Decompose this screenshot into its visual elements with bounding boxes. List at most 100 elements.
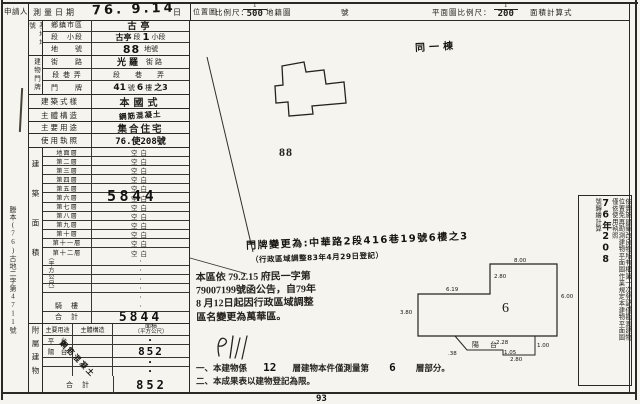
annex-header-row: 主要用途 主體構造 面積 （平方公尺）	[43, 324, 189, 336]
arcade-label: 騎 樓	[43, 302, 92, 311]
handwritten-margin-stroke	[18, 87, 24, 133]
site-block: 基地地號 鄉鎮市區 古亭 段 小段 古亭 段 1 小段 地 號 88	[29, 20, 189, 56]
door-sub-value: 之3	[154, 83, 168, 93]
applicant-cell-border	[28, 2, 29, 20]
annex-rows: 平 台 · 陽 台 852 · ·	[43, 336, 189, 376]
applicant-label: 申請人	[4, 7, 28, 16]
survey-date-label: 測量日期	[33, 8, 77, 17]
floor-row: 第四層 空白	[43, 175, 189, 185]
table-row: 主體構造 鋼筋混凝土	[29, 109, 189, 122]
annex-area-unit-header: （平方公尺）	[134, 328, 168, 335]
dimension-step: 2.80	[494, 274, 507, 280]
dimension-balcony: 2.28	[496, 340, 509, 346]
annex-block: 附屬建物 主要用途 主體構造 面積 （平方公尺） 平 台 · 陽 台	[29, 324, 189, 393]
cadastral-map-label: 地籍圖	[266, 8, 292, 17]
regulation-license-number: 76年208	[600, 198, 612, 266]
dimension-right: 6.00	[561, 294, 574, 300]
floor-row: 第六層 空白	[43, 193, 189, 203]
annex-total-label: 合 計	[43, 376, 114, 393]
arcade-value: ·	[139, 302, 142, 311]
floor-row: 第二層 空白	[43, 157, 189, 167]
area-calc-label: 面積計算式	[530, 8, 573, 17]
floor-row: 地面層 空白	[43, 148, 189, 158]
floor-row: 第八層 空白	[43, 211, 189, 221]
survey-date-suffix: 日	[173, 8, 181, 17]
annex-total-row: 合 計 852	[43, 376, 189, 393]
annex-side-label: 附屬建物	[29, 324, 43, 393]
handwritten-check-mark	[217, 335, 248, 360]
lot-number-value: 88	[122, 43, 141, 55]
address-block: 建物門牌 街 路 光羅 街路 段 巷 弄 段 巷 弄 門 牌 41 號 6	[29, 56, 189, 95]
district-value: 古亭	[127, 21, 154, 32]
arcade-row: 騎 樓 ·	[43, 302, 189, 312]
table-row: 街 路 光羅 街路	[43, 56, 189, 69]
lot-number-label: 地 號	[43, 43, 92, 55]
floor-total-value: 5844	[118, 311, 163, 323]
regulation-stamp-box: 依實施建築改良物所有權第一次登記僅勘測建物 位置免再勘測建物平面圖作業規定本建物…	[578, 195, 632, 386]
lane-alley-label: 段 巷 弄	[43, 68, 92, 81]
annex-row: ·	[43, 358, 189, 367]
note-text: 層部分。	[415, 363, 450, 373]
building-style-value: 本國式	[119, 98, 162, 109]
number-label: 號	[341, 8, 350, 17]
address-side-label: 建物門牌	[29, 56, 43, 94]
sheet-top-border	[2, 2, 638, 4]
empty-floor-rows: · · · · ·	[43, 257, 189, 303]
empty-floor-row: ·	[43, 293, 189, 303]
door-floor-suffix: 樓	[145, 83, 153, 92]
annex-area-header: 面積	[144, 324, 157, 330]
table-row: 段 小段 古亭 段 1 小段	[43, 31, 189, 44]
license-value: 76.使208號	[115, 137, 166, 147]
floor-area-side-label: 建築面積	[29, 148, 43, 323]
parcel-number: 88	[279, 145, 293, 159]
annex-row: 平 台 ·	[43, 336, 189, 345]
floor-row: 第十一層 空白	[43, 238, 189, 249]
site-side-label: 基地地號	[29, 20, 43, 55]
balcony-label: 陽 台	[472, 340, 499, 349]
regulation-column: 依實施建築改良物所有權第一次登記僅勘測建物	[624, 198, 631, 341]
license-label: 使用執照	[29, 134, 92, 147]
dimension-left: 3.80	[400, 310, 413, 316]
section-name-value: 古亭	[115, 32, 132, 42]
note-text: 層建物本件僅測量第	[292, 363, 370, 373]
dimension-top: 8.00	[514, 258, 527, 264]
floor-row: 第九層 空白	[43, 220, 189, 230]
building-style-label: 建築式樣	[29, 95, 92, 108]
header-band-line	[28, 20, 630, 21]
floor-area-unit-label: （平方公尺）	[47, 254, 53, 293]
sheet-right-border	[635, 0, 637, 400]
structure-label: 主體構造	[29, 109, 92, 121]
building-info-table: 基地地號 鄉鎮市區 古亭 段 小段 古亭 段 1 小段 地 號 88	[28, 20, 190, 393]
empty-floor-row: ·	[43, 275, 189, 285]
empty-floor-row: ·	[43, 266, 189, 276]
location-map-label: 位置圖	[193, 8, 217, 16]
table-row: 主要用途 集合住宅	[29, 122, 189, 134]
location-map-building-outline	[274, 61, 347, 117]
note-text: 一、本建物係	[196, 363, 248, 373]
door-number-label: 門 牌	[43, 81, 92, 94]
dimension-b4: .38	[448, 351, 457, 357]
floor-total-row: 合 計 5844	[43, 311, 189, 323]
district-label: 鄉鎮市區	[43, 20, 92, 31]
floor-row: 第七層 空白	[43, 202, 189, 212]
main-use-label: 主要用途	[29, 122, 92, 133]
door-number-value: 41	[113, 82, 126, 93]
floor-plan: 8.00 2.80 6.19 6.00 3.80 6 陽 台 2.28 1.00…	[400, 258, 574, 363]
empty-floor-row: ·	[43, 257, 189, 267]
table-row: 門 牌 41 號 6 樓 之3	[43, 81, 189, 94]
scale-fraction: 1 500	[243, 2, 267, 19]
parcel-boundary-lines	[189, 56, 254, 275]
table-row: 地 號 88 地號	[43, 43, 189, 55]
annex-side-text: 附屬建物	[31, 326, 40, 380]
section-suffix: 段	[133, 33, 141, 41]
lane-alley-value: 段 巷 弄	[113, 70, 168, 79]
note-measured-floor: 6	[389, 361, 396, 374]
floor-rows: 地面層 空白 第二層 空白 第三層 空白 第四層 空白 第五層 空白 第六層 空…	[43, 148, 189, 258]
table-row: 鄉鎮市區 古亭	[43, 20, 189, 32]
regulation-text: 號轉繪計算	[594, 198, 602, 232]
district-change-stamp: 本區依 79.2.15 府民一字第 79007199號函公告，自79年 8 月1…	[196, 268, 419, 324]
lot-number-suffix: 地號	[144, 45, 159, 54]
scale-label: 比例尺：	[215, 8, 249, 17]
site-side-text: 基地地號	[29, 22, 43, 48]
